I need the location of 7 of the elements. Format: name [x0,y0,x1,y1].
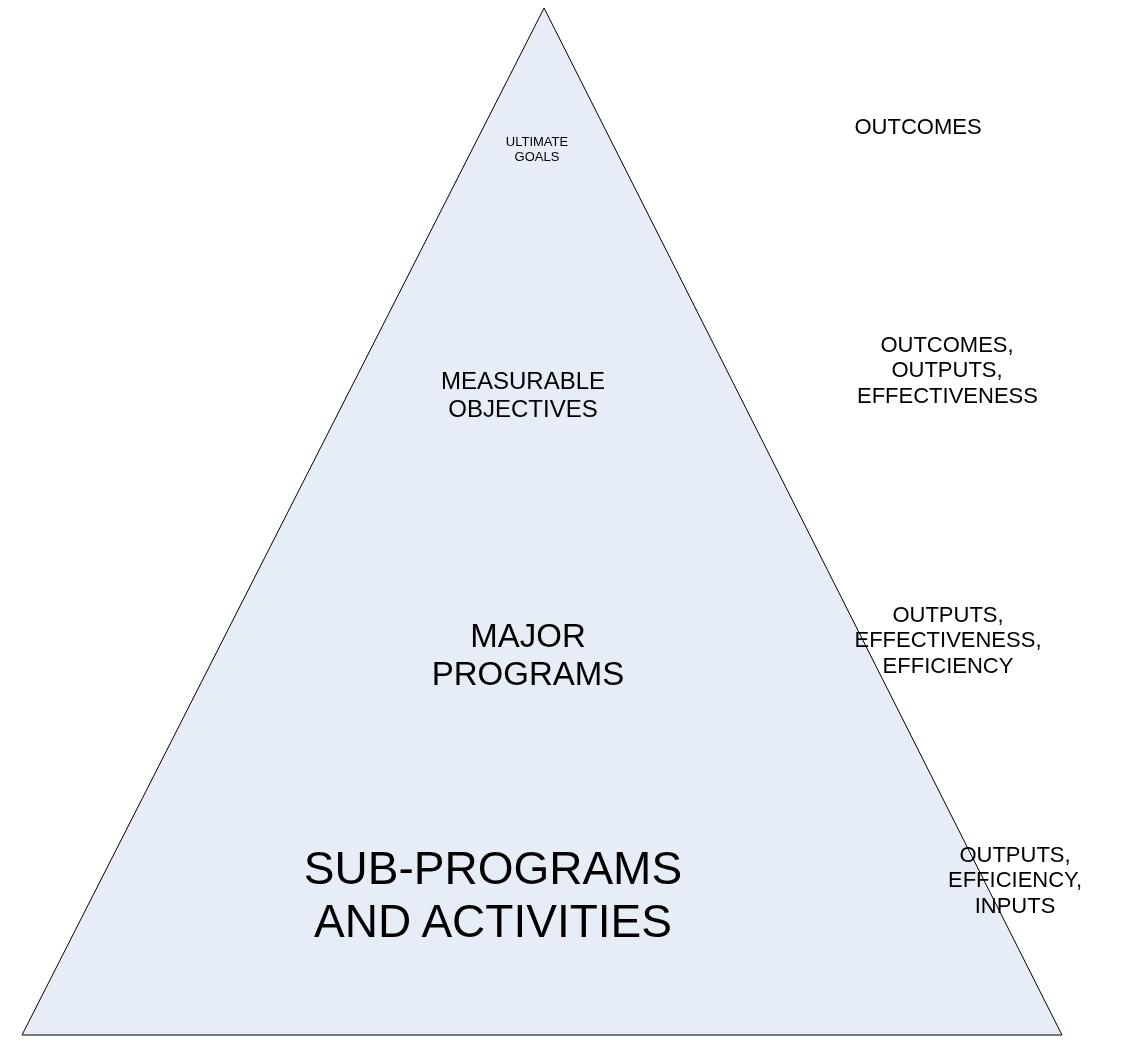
tier-label: SUB-PROGRAMS AND ACTIVITIES [302,842,684,948]
measure-label: OUTCOMES [853,114,983,140]
tier-label: ULTIMATE GOALS [504,135,570,165]
measure-label: OUTPUTS, EFFECTIVENESS, EFFICIENCY [853,602,1043,678]
tier-label: MEASURABLE OBJECTIVES [439,367,607,423]
tier-label: MAJOR PROGRAMS [430,617,626,693]
measure-label: OUTCOMES, OUTPUTS, EFFECTIVENESS [857,332,1037,408]
